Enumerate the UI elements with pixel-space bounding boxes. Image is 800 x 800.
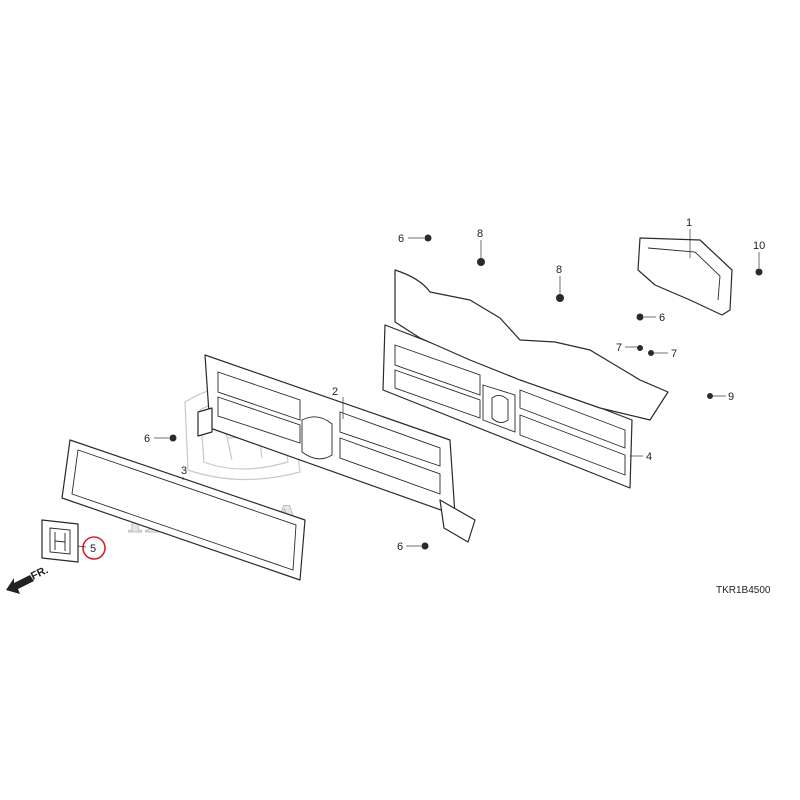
fastener-9 <box>707 393 713 399</box>
front-grille-part <box>197 354 476 543</box>
callout-3: 3 <box>181 465 187 477</box>
callout-5: 5 <box>90 543 96 555</box>
callout-4: 4 <box>646 451 652 463</box>
highlight-circle <box>82 536 106 560</box>
fastener-6-a <box>424 234 432 242</box>
callout-6-d: 6 <box>397 541 403 553</box>
callout-1: 1 <box>686 217 692 229</box>
callout-7-a: 7 <box>616 342 622 354</box>
fastener-7-b <box>648 350 654 356</box>
grille-base-part <box>382 269 669 489</box>
grille-molding-part <box>61 439 306 581</box>
fastener-6-c <box>169 434 177 442</box>
fastener-6-b <box>636 313 644 321</box>
diagram-code: TKR1B4500 <box>716 585 771 596</box>
emblem-part <box>41 519 79 563</box>
leader-lines <box>154 229 760 547</box>
callout-6-b: 6 <box>659 312 665 324</box>
callout-9: 9 <box>728 391 734 403</box>
fastener-10 <box>755 268 763 276</box>
callout-8-b: 8 <box>556 264 562 276</box>
fastener-8-a <box>477 258 485 266</box>
callout-8-a: 8 <box>477 228 483 240</box>
fastener-8-b <box>556 294 564 302</box>
fastener-7-a <box>637 345 643 351</box>
callout-5-highlight[interactable]: 5 <box>77 536 106 560</box>
direction-arrow-icon <box>6 575 34 594</box>
callout-2: 2 <box>332 386 338 398</box>
fastener-clips <box>169 234 763 550</box>
front-direction-indicator: FR. <box>6 564 50 594</box>
fastener-6-d <box>421 542 429 550</box>
mounting-bracket-part <box>637 237 733 316</box>
callout-10: 10 <box>753 240 765 252</box>
callout-7-b: 7 <box>671 348 677 360</box>
direction-label: FR. <box>29 564 50 583</box>
callout-6-c: 6 <box>144 433 150 445</box>
callout-6-a: 6 <box>398 233 404 245</box>
